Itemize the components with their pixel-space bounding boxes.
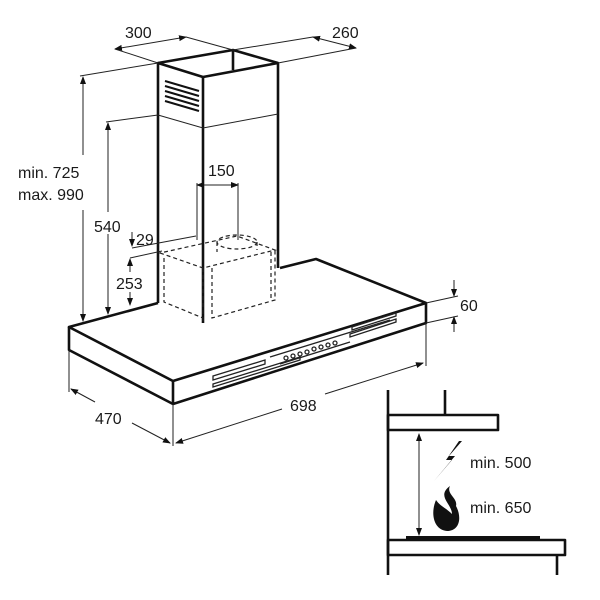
clearance-inset: min. 500 min. 650 (386, 390, 567, 575)
control-panel (212, 312, 397, 388)
motor-housing-hidden (157, 234, 278, 323)
label-60: 60 (460, 298, 478, 315)
flame-icon (433, 486, 460, 531)
label-29: 29 (136, 232, 154, 249)
dim-duct-diameter: 150 (196, 163, 239, 240)
dim-hood-thickness: 60 (425, 280, 478, 332)
dim-29: 29 (129, 232, 197, 249)
label-698: 698 (290, 398, 317, 415)
lightning-icon (434, 441, 462, 481)
label-540: 540 (94, 219, 121, 236)
dim-hood-width: 698 (175, 323, 427, 444)
hob-plate (406, 536, 540, 541)
label-150: 150 (208, 163, 235, 180)
hood-canopy (67, 257, 428, 406)
label-300: 300 (125, 25, 152, 42)
label-470: 470 (95, 411, 122, 428)
label-min-725: min. 725 (18, 165, 79, 182)
label-260: 260 (332, 25, 359, 42)
label-253: 253 (116, 276, 143, 293)
dim-540: 540 (94, 114, 159, 315)
label-max-990: max. 990 (18, 187, 84, 204)
label-min-650: min. 650 (470, 500, 531, 517)
vent-grille (164, 80, 200, 112)
dim-253: 253 (116, 250, 163, 306)
dim-chimney-depth: 260 (232, 25, 359, 64)
chimney (156, 48, 280, 323)
dim-hood-depth: 470 (68, 350, 174, 446)
dim-overall-height: min. 725 max. 990 (18, 62, 159, 322)
dim-chimney-width: 300 (114, 25, 234, 64)
label-min-500: min. 500 (470, 455, 531, 472)
